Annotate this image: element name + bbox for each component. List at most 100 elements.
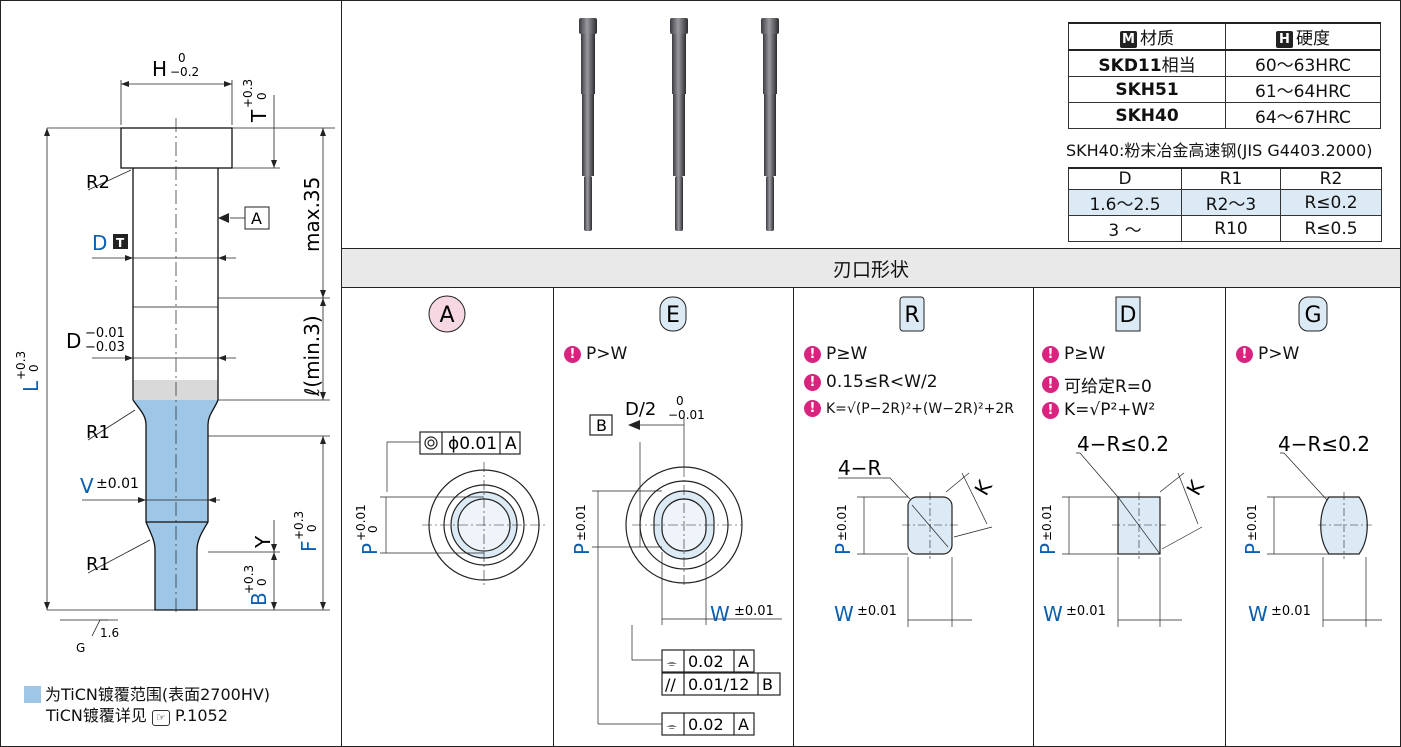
shape-a-concentric: ϕ0.01 [448,434,497,454]
section-title: 刃口形状 [342,248,1400,288]
shape-e-sym2-datum: A [738,715,749,734]
pointing-hand-icon: ☞ [151,710,170,726]
divider-shape-1 [553,287,554,747]
coating-area [133,400,218,522]
parallel-icon: // [665,675,676,694]
d-mark: T [116,236,125,250]
shape-e-par: 0.01/12 [688,675,749,694]
sym-icon-2: ⌯ [667,719,677,733]
divider-shape-3 [1033,287,1034,747]
shape-r-cond-2: !0.15≤R<W/2 [804,372,938,392]
dim-d-tol-up: −0.01 [85,326,125,341]
d-mark-box [113,234,128,249]
dim-h-tol-up: 0 [178,51,186,65]
dim-y: Y [251,535,275,549]
shape-e-drawing [589,414,782,736]
shape-r-w: W [834,602,854,626]
shape-d-p-tol: ±0.01 [1040,504,1054,541]
shape-e-d2-tol-up: 0 [676,394,684,408]
coating-taper [146,522,208,550]
punch-photo-2 [670,18,688,231]
shape-a-p: P [358,543,382,555]
shape-a-p-tol-low: 0 [366,525,380,533]
dim-d-tol-low: −0.03 [85,340,125,355]
shape-r-drawing [838,472,993,627]
shank-band [133,380,218,400]
shape-e-letter: E [666,303,680,328]
product-photo [579,18,779,231]
shape-e-par-datum: B [762,675,773,694]
shape-g-drawing [1267,452,1382,627]
divider-shape-2 [793,287,794,747]
divider-left [341,0,342,747]
shape-d-drawing [1062,452,1203,627]
shape-r-4r: 4−R [838,456,881,480]
warning-icon: ! [1236,345,1253,363]
roughness-value: 1.6 [100,626,119,640]
shape-e-w-tol: ±0.01 [734,604,774,619]
shape-d-w: W [1043,602,1063,626]
dim-max35: max.35 [300,177,324,252]
shape-e-sym2: 0.02 [688,715,724,734]
coating-swatch [24,686,41,703]
dim-l-min: ℓ(min.3) [300,315,324,397]
warning-icon: ! [804,400,821,417]
shape-g-w: W [1248,602,1268,626]
dim-b-tol-low: 0 [255,578,269,586]
shape-r-p: P [831,543,855,555]
shape-r-cond-1: !P≥W [804,344,867,364]
shape-e-cond-1: !P>W [564,344,627,364]
shape-g-badge [1298,296,1328,332]
skh40-note: SKH40:粉末冶金高速钢(JIS G4403.2000) [1066,141,1373,160]
shape-d-badge [1115,296,1141,332]
datum-a-label: A [251,209,262,228]
dim-f-tol-up: +0.3 [292,511,306,540]
roughness-g: G [76,641,85,655]
dim-v-tol: ±0.01 [96,476,139,492]
shape-g-w-tol: ±0.01 [1271,604,1311,619]
shape-a-drawing [380,431,547,587]
shape-e-d2: D/2 [625,399,656,420]
dim-l-tol-low: 0 [27,364,41,372]
dim-b: B [247,592,271,606]
head-outline [120,127,233,169]
coating-legend: 为TiCN镀覆范围(表面2700HV) TiCN镀覆详见 ☞ P.1052 [24,684,270,726]
shape-r-k: K [970,475,998,499]
material-row: SKH40 64～67HRC [1068,102,1381,129]
dim-r1-lower: R1 [86,554,110,575]
radius-table: D R1 R2 1.6～2.5 R2～3 R≤0.2 3 ～ R10 R≤0.5 [1068,167,1382,242]
warning-icon: ! [564,345,581,363]
datum-a-box [244,206,270,230]
shape-a-badge [428,295,466,333]
shape-a-letter: A [439,303,454,328]
shape-d-cond-1: !P≥W [1042,344,1105,364]
shape-d-k: K [1182,475,1210,499]
shape-r-cond-3: !K=√(P−2R)²+(W−2R)²+2R [804,400,1014,417]
shape-d-w-tol: ±0.01 [1066,604,1106,619]
shape-r-w-tol: ±0.01 [857,604,897,619]
dim-l-tol-up: +0.3 [14,351,28,380]
shape-d-letter: D [1120,303,1137,328]
warning-icon: ! [1042,401,1059,419]
punch-drawing: A H 0 −0.2 T +0.3 0 max.35 ℓ(min.3) R2 D… [14,51,335,655]
shape-e-p-tol: ±0.01 [574,504,588,541]
divider-shape-4 [1225,287,1226,747]
dim-f: F [297,540,321,552]
legend-page-ref[interactable]: P.1052 [174,706,228,725]
dim-h: H [152,57,167,81]
shape-r-badge [899,296,925,332]
shape-e-w: W [710,602,730,626]
punch-photo-3 [761,18,779,231]
radius-row: 1.6～2.5 R2～3 R≤0.2 [1068,189,1382,216]
shape-r-p-tol: ±0.01 [835,504,849,541]
dim-r1-upper: R1 [86,422,110,443]
shape-d-cond-2: !可给定R=0 [1042,372,1152,397]
shape-e-sym1-datum: A [738,652,749,671]
shape-r-letter: R [904,303,919,328]
shape-g-cond-1: !P>W [1236,344,1299,364]
dim-b-tol-up: +0.3 [242,565,256,594]
shape-e-sym1: 0.02 [688,652,724,671]
